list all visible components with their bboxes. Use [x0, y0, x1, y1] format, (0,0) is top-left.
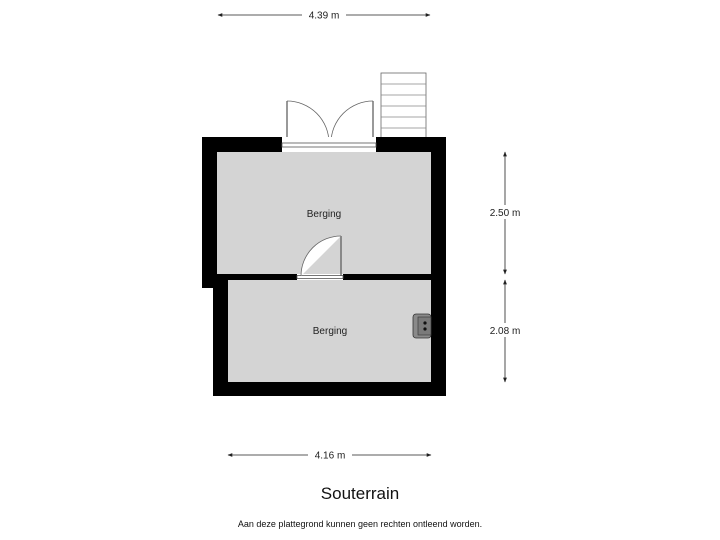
room-berging-upper [217, 152, 431, 274]
disclaimer-text: Aan deze plattegrond kunnen geen rechten… [237, 519, 483, 529]
floor-title: Souterrain [320, 484, 400, 503]
dimension-upper-room-height-label: 2.50 m [490, 208, 521, 219]
dimension-top-width: 4.39 m [217, 8, 431, 22]
dimension-lower-room-height: 2.08 m [486, 279, 526, 383]
double-door [286, 100, 374, 144]
dimension-upper-room-height: 2.50 m [486, 151, 526, 275]
boiler-icon [412, 313, 432, 339]
dimension-lower-room-height-label: 2.08 m [490, 326, 521, 337]
room-berging-lower [228, 280, 431, 382]
door-threshold-top [281, 137, 377, 152]
interior-door [296, 235, 344, 280]
dimension-top-width-label: 4.39 m [309, 11, 340, 22]
dimension-bottom-width-label: 4.16 m [315, 451, 346, 462]
room-label-lower: Berging [313, 326, 347, 337]
room-label-upper: Berging [307, 209, 341, 220]
stairs [380, 72, 427, 139]
dimension-bottom-width: 4.16 m [227, 448, 432, 462]
